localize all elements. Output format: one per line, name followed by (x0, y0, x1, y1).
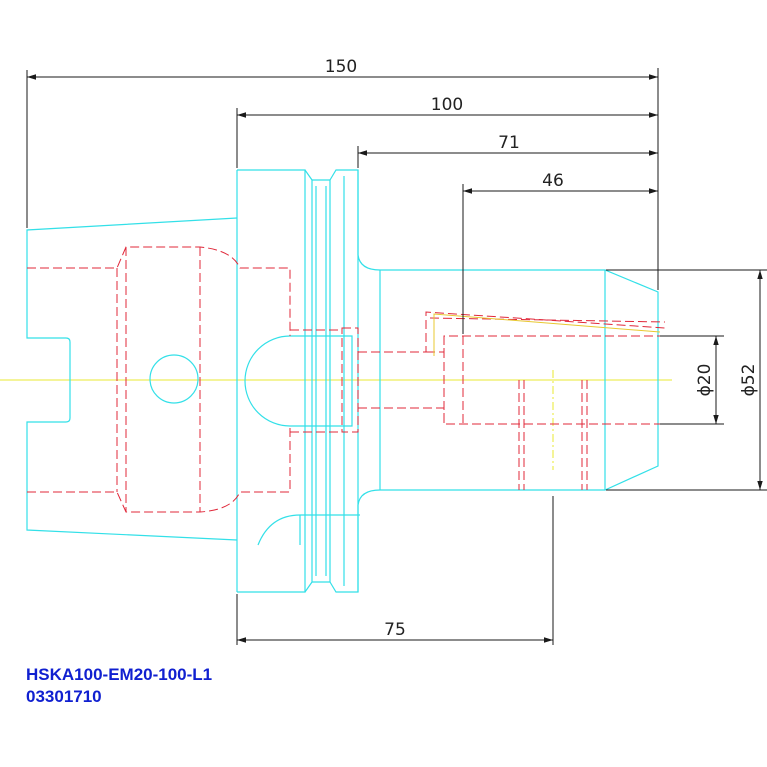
dim-100-label: 100 (431, 95, 463, 115)
dim-d20-label: ϕ20 (695, 364, 715, 397)
dim-46-label: 46 (542, 171, 564, 191)
dim-75-label: 75 (384, 620, 406, 640)
caption-block: HSKA100-EM20-100-L1 03301710 (26, 664, 212, 708)
part-number: HSKA100-EM20-100-L1 (26, 665, 213, 684)
thread-line (433, 313, 661, 356)
holder-outline (26, 169, 659, 593)
article-number: 03301710 (26, 687, 102, 706)
dimension-lines (26, 68, 767, 645)
dim-d52-label: ϕ52 (739, 364, 759, 397)
dim-71-label: 71 (498, 133, 520, 153)
hidden-lines (27, 246, 666, 513)
dim-150-label: 150 (325, 57, 357, 77)
